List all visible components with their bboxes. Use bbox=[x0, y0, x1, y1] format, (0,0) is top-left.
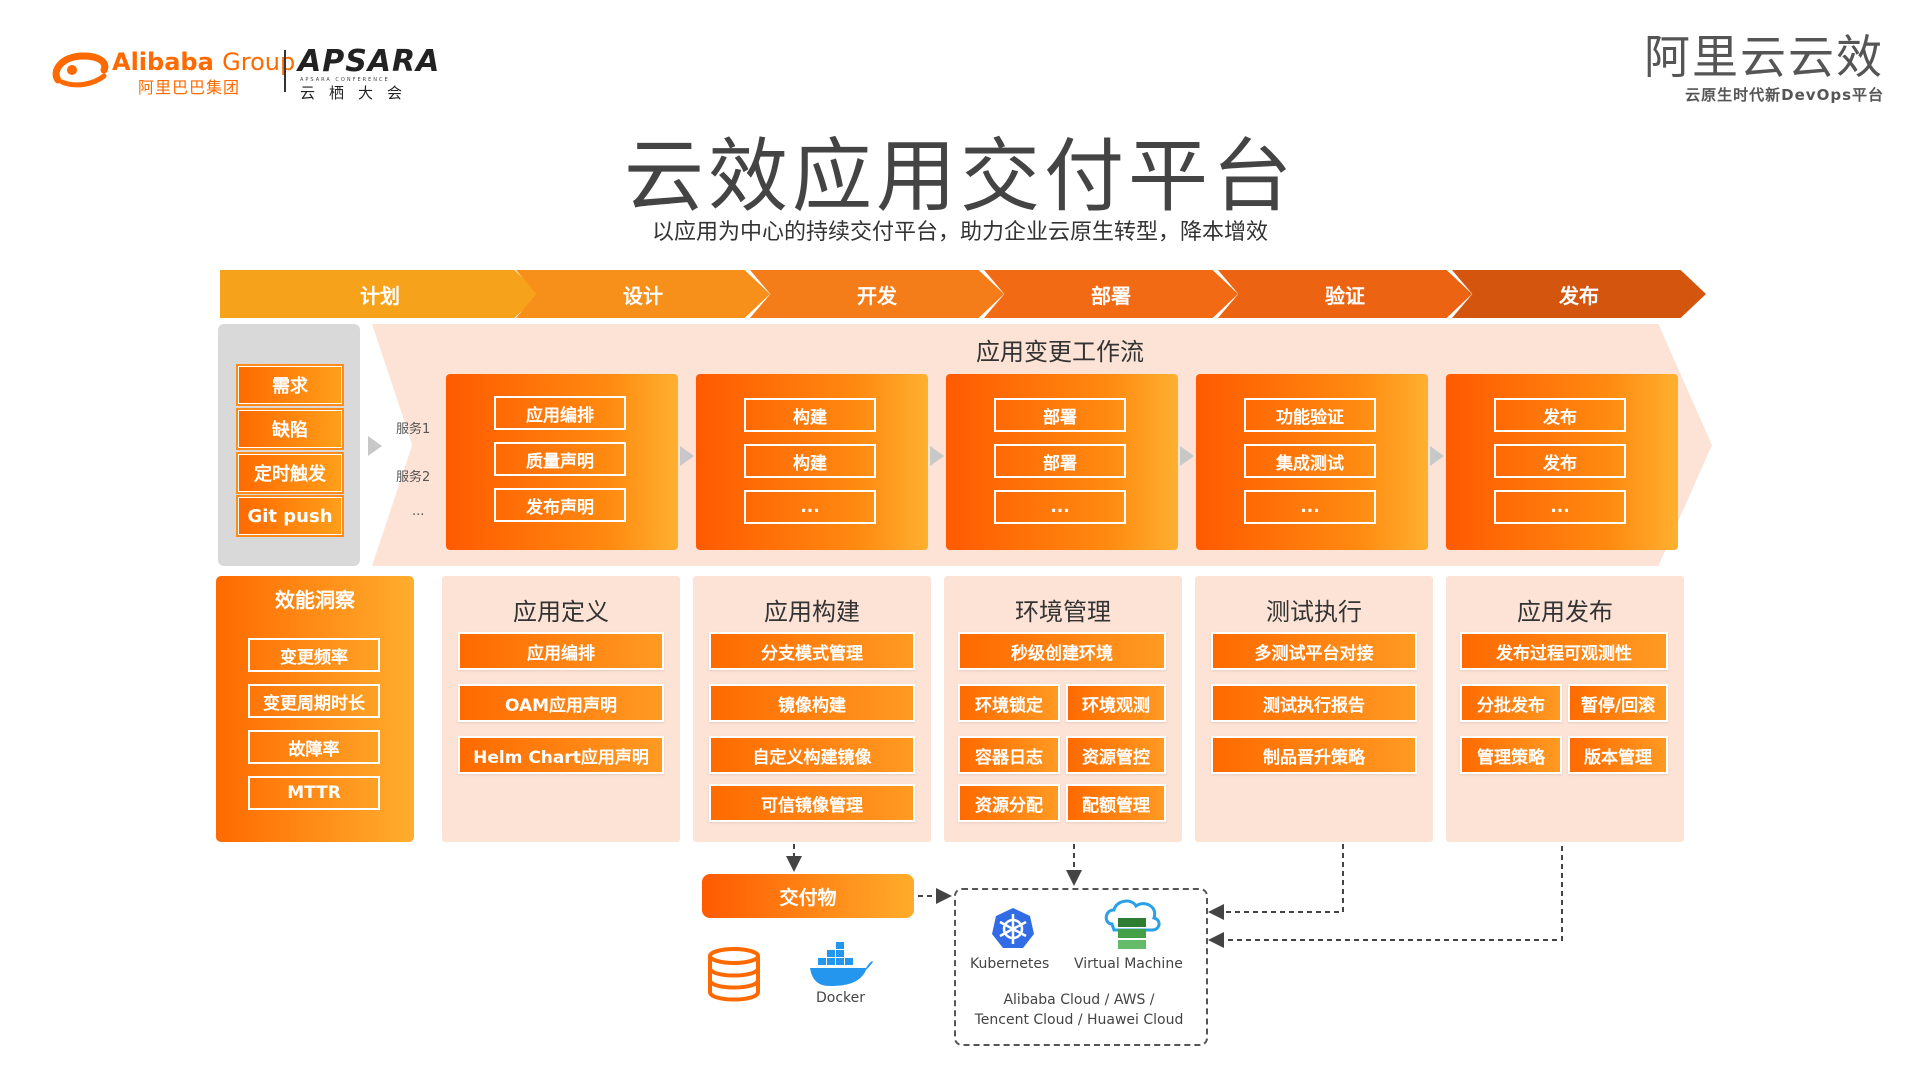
workflow-step[interactable]: 质量声明 bbox=[494, 442, 626, 476]
feature-button[interactable]: 配额管理 bbox=[1066, 784, 1166, 822]
workflow-card-deploy: 部署 部署 ... bbox=[946, 374, 1178, 550]
feature-button[interactable]: 暂停/回滚 bbox=[1568, 684, 1668, 722]
feature-button[interactable]: 应用编排 bbox=[458, 632, 664, 670]
panel-app-release: 应用发布 发布过程可观测性 分批发布 暂停/回滚 管理策略 版本管理 bbox=[1446, 576, 1684, 842]
workflow-step[interactable]: 发布声明 bbox=[494, 488, 626, 522]
workflow-card-design: 应用编排 质量声明 发布声明 bbox=[446, 374, 678, 550]
workflow-step[interactable]: 发布 bbox=[1494, 444, 1626, 478]
feature-button[interactable]: 秒级创建环境 bbox=[958, 632, 1166, 670]
feature-button[interactable]: 分支模式管理 bbox=[709, 632, 915, 670]
workflow-step[interactable]: 构建 bbox=[744, 444, 876, 478]
workflow-step[interactable]: ... bbox=[1494, 490, 1626, 524]
deliverables-box: 交付物 bbox=[702, 874, 914, 918]
feature-button[interactable]: 分批发布 bbox=[1460, 684, 1562, 722]
workflow-step[interactable]: 集成测试 bbox=[1244, 444, 1376, 478]
flow-arrow-icon bbox=[680, 446, 694, 466]
brand-title: 阿里云云效 bbox=[1644, 30, 1884, 84]
workflow-step[interactable]: 构建 bbox=[744, 398, 876, 432]
workflow-step[interactable]: 应用编排 bbox=[494, 396, 626, 430]
insight-metric[interactable]: MTTR bbox=[248, 776, 380, 810]
insight-title: 效能洞察 bbox=[275, 588, 355, 612]
service-label: ... bbox=[412, 504, 425, 519]
insight-metric[interactable]: 变更周期时长 bbox=[248, 684, 380, 718]
workflow-card-release: 发布 发布 ... bbox=[1446, 374, 1678, 550]
workflow-step[interactable]: 部署 bbox=[994, 444, 1126, 478]
vm-label: Virtual Machine bbox=[1074, 956, 1183, 972]
alibaba-group-logo: Alibaba Group 阿里巴巴集团 bbox=[50, 48, 295, 98]
kubernetes-label: Kubernetes bbox=[970, 956, 1050, 972]
feature-button[interactable]: 制品晋升策略 bbox=[1211, 736, 1417, 774]
flow-arrow-icon bbox=[930, 446, 944, 466]
stage-release: 发布 bbox=[1452, 270, 1706, 318]
cloud-providers-line1: Alibaba Cloud / AWS / bbox=[1003, 992, 1155, 1008]
feature-button[interactable]: OAM应用声明 bbox=[458, 684, 664, 722]
page-subtitle: 以应用为中心的持续交付平台，助力企业云原生转型，降本增效 bbox=[651, 220, 1268, 245]
docker-label: Docker bbox=[816, 990, 866, 1006]
service-label: 服务1 bbox=[396, 422, 431, 437]
panel-test-execution: 测试执行 多测试平台对接 测试执行报告 制品晋升策略 bbox=[1195, 576, 1433, 842]
stage-plan: 计划 bbox=[220, 270, 540, 318]
artifact-storage-icon bbox=[708, 947, 760, 1002]
trigger-git-push[interactable]: Git push bbox=[238, 497, 342, 535]
feature-button[interactable]: 自定义构建镜像 bbox=[709, 736, 915, 774]
panel-app-definition: 应用定义 应用编排 OAM应用声明 Helm Chart应用声明 bbox=[442, 576, 680, 842]
apsara-logo: APSARA APSARA CONFERENCE 云栖大会 bbox=[298, 44, 441, 102]
stage-verify: 验证 bbox=[1218, 270, 1472, 318]
feature-button[interactable]: 可信镜像管理 bbox=[709, 784, 915, 822]
page-title: 云效应用交付平台 bbox=[624, 130, 1296, 223]
feature-button[interactable]: 环境锁定 bbox=[958, 684, 1060, 722]
feature-button[interactable]: 容器日志 bbox=[958, 736, 1060, 774]
logo-divider bbox=[284, 50, 286, 92]
workflow-step[interactable]: ... bbox=[744, 490, 876, 524]
workflow-card-build: 构建 构建 ... bbox=[696, 374, 928, 550]
feature-button[interactable]: 版本管理 bbox=[1568, 736, 1668, 774]
stage-develop: 开发 bbox=[750, 270, 1004, 318]
feature-button[interactable]: 测试执行报告 bbox=[1211, 684, 1417, 722]
docker-icon bbox=[810, 942, 873, 986]
flow-arrow-icon bbox=[1180, 446, 1194, 466]
workflow-step[interactable]: 部署 bbox=[994, 398, 1126, 432]
workflow-step[interactable]: ... bbox=[1244, 490, 1376, 524]
workflow-step[interactable]: 功能验证 bbox=[1244, 398, 1376, 432]
deploy-target-box bbox=[954, 888, 1208, 1046]
insight-panel: 效能洞察 变更频率 变更周期时长 故障率 MTTR bbox=[216, 576, 414, 842]
feature-button[interactable]: 管理策略 bbox=[1460, 736, 1562, 774]
brand-subtitle: 云原生时代新DevOps平台 bbox=[1685, 86, 1884, 104]
trigger-scheduled[interactable]: 定时触发 bbox=[238, 454, 342, 492]
trigger-arrow-icon bbox=[368, 436, 382, 456]
flow-arrow-icon bbox=[1430, 446, 1444, 466]
panel-env-management: 环境管理 秒级创建环境 环境锁定 环境观测 容器日志 资源管控 资源分配 配额管… bbox=[944, 576, 1182, 842]
cloud-providers-line2: Tencent Cloud / Huawei Cloud bbox=[974, 1012, 1184, 1028]
workflow-step[interactable]: ... bbox=[994, 490, 1126, 524]
kubernetes-icon bbox=[992, 908, 1034, 948]
trigger-requirement[interactable]: 需求 bbox=[238, 366, 342, 404]
insight-metric[interactable]: 故障率 bbox=[248, 730, 380, 764]
feature-button[interactable]: 多测试平台对接 bbox=[1211, 632, 1417, 670]
feature-button[interactable]: 镜像构建 bbox=[709, 684, 915, 722]
brand-block: 阿里云云效 云原生时代新DevOps平台 bbox=[1644, 30, 1884, 105]
stage-deploy: 部署 bbox=[984, 270, 1238, 318]
service-label: 服务2 bbox=[396, 470, 431, 485]
stage-design: 设计 bbox=[516, 270, 770, 318]
alibaba-smile-icon bbox=[52, 52, 109, 88]
feature-button[interactable]: 环境观测 bbox=[1066, 684, 1166, 722]
workflow-card-verify: 功能验证 集成测试 ... bbox=[1196, 374, 1428, 550]
insight-metric[interactable]: 变更频率 bbox=[248, 638, 380, 672]
feature-button[interactable]: 资源分配 bbox=[958, 784, 1060, 822]
virtual-machine-icon bbox=[1104, 899, 1161, 949]
feature-button[interactable]: 资源管控 bbox=[1066, 736, 1166, 774]
feature-button[interactable]: 发布过程可观测性 bbox=[1460, 632, 1668, 670]
workflow-step[interactable]: 发布 bbox=[1494, 398, 1626, 432]
panel-app-build: 应用构建 分支模式管理 镜像构建 自定义构建镜像 可信镜像管理 bbox=[693, 576, 931, 842]
trigger-defect[interactable]: 缺陷 bbox=[238, 410, 342, 448]
workflow-title: 应用变更工作流 bbox=[976, 338, 1144, 366]
feature-button[interactable]: Helm Chart应用声明 bbox=[458, 736, 664, 774]
